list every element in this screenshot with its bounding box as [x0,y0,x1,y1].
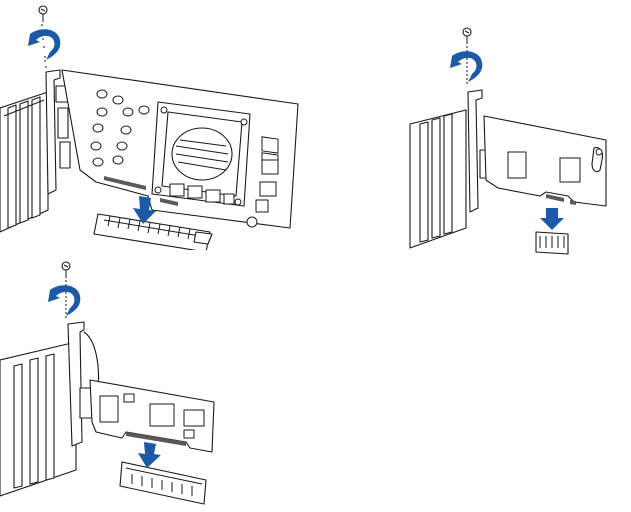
x1-card-pcb [483,115,607,207]
x1-card-install-panel [400,0,631,260]
chassis-slot-brackets [0,341,77,497]
insert-arrow-icon [133,196,156,224]
graphics-card-bracket [45,69,71,195]
screw-icon [38,5,48,70]
x4-card-install-panel [0,256,260,512]
chassis-slot-brackets [409,109,467,249]
insert-arrow-icon [540,208,564,230]
pcie-x4-slot [119,461,207,505]
x4-card-pcb [89,379,215,453]
rotate-arrow-icon [48,285,81,316]
graphics-card-install-panel [0,0,310,250]
chassis-slot-brackets [0,91,49,233]
rotate-arrow-icon [450,51,483,82]
insert-arrow-icon [138,442,161,468]
rotate-arrow-icon [28,29,61,60]
screw-icon [462,27,472,86]
pcie-x16-slot [93,213,213,250]
graphics-card-pcb [61,69,299,229]
pcie-x1-slot [535,231,569,255]
screw-icon [61,261,71,318]
